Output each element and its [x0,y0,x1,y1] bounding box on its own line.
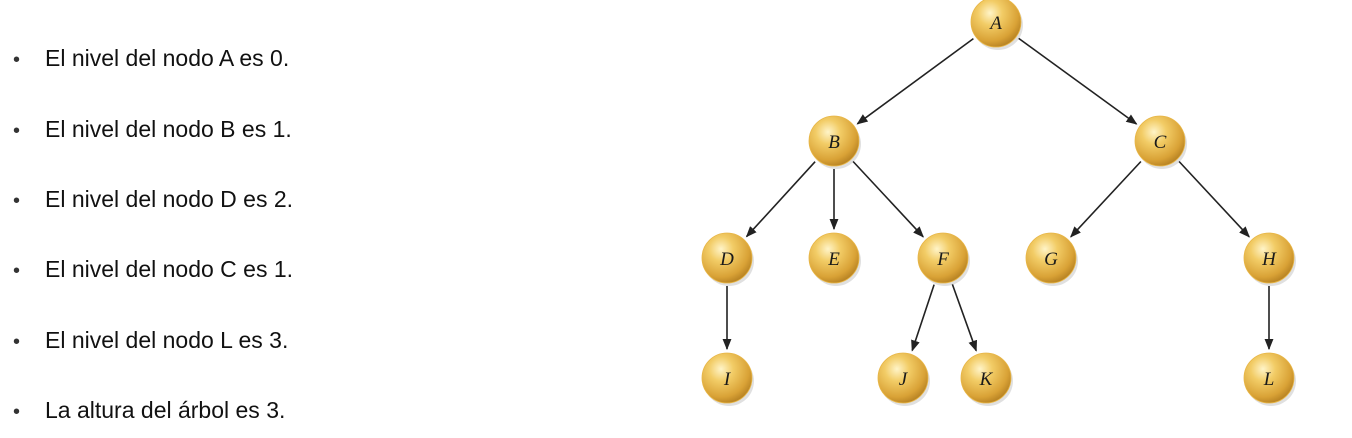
bullet-item-level-a: • El nivel del nodo A es 0. [13,43,289,73]
node-circle [877,352,929,404]
tree-node-c: C [1134,115,1187,169]
node-label: F [936,249,949,270]
node-circle [1243,232,1295,284]
bullet-item-level-l: • El nivel del nodo L es 3. [13,325,288,355]
edge-c-g [1070,160,1142,238]
tree-node-i: I [701,352,754,406]
edge-a-b [856,37,974,125]
node-circle [701,232,753,284]
node-circle [960,352,1012,404]
edge-c-h [1178,160,1250,238]
node-label: J [899,369,909,390]
nodes-layer: A B C D E F G H I J K L [701,0,1296,406]
tree-node-h: H [1243,232,1296,286]
bullet-icon: • [13,190,21,212]
bullet-text: El nivel del nodo B es 1. [45,116,292,142]
edge-b-f [852,160,924,238]
node-label: E [827,249,840,270]
tree-node-g: G [1025,232,1078,286]
bullet-text: El nivel del nodo D es 2. [45,186,294,212]
node-circle [701,352,753,404]
node-label: I [723,369,732,390]
bullet-icon: • [13,331,21,353]
node-circle [917,232,969,284]
node-label: B [828,132,840,153]
bullet-text: El nivel del nodo A es 0. [45,45,290,71]
bullet-icon: • [13,120,21,142]
tree-diagram: A B C D E F G H I J K L [701,0,1296,406]
node-circle [1134,115,1186,167]
bullet-icon: • [13,401,21,423]
bullet-item-level-c: • El nivel del nodo C es 1. [13,254,293,284]
node-circle [970,0,1022,48]
edge-a-c [1018,37,1138,125]
edge-f-j [911,284,935,352]
bullet-icon: • [13,260,21,282]
node-circle [808,232,860,284]
tree-node-a: A [970,0,1023,50]
node-label: K [979,369,994,390]
tree-node-l: L [1243,352,1296,406]
bullet-icon: • [13,49,21,71]
tree-node-b: B [808,115,861,169]
tree-node-d: D [701,232,754,286]
bullet-item-level-d: • El nivel del nodo D es 2. [13,184,293,214]
node-label: G [1044,249,1058,270]
bullet-text: La altura del árbol es 3. [45,397,286,423]
edge-b-d [745,161,816,238]
node-label: D [719,249,734,270]
bullet-item-level-b: • El nivel del nodo B es 1. [13,114,292,144]
tree-node-k: K [960,352,1013,406]
edge-f-k [951,284,978,352]
node-label: A [988,13,1002,34]
node-label: L [1263,369,1275,390]
tree-node-j: J [877,352,930,406]
node-circle [1243,352,1295,404]
bullet-list: • El nivel del nodo A es 0. • El nivel del… [0,0,620,438]
edges-layer [722,37,1274,352]
node-circle [808,115,860,167]
tree-node-f: F [917,232,970,286]
node-circle [1025,232,1077,284]
bullet-text: El nivel del nodo C es 1. [45,256,294,282]
tree-node-e: E [808,232,861,286]
bullet-item-tree-height: • La altura del árbol es 3. [13,395,285,425]
node-label: C [1154,132,1167,153]
bullet-text: El nivel del nodo L es 3. [45,327,289,353]
node-label: H [1261,249,1277,270]
